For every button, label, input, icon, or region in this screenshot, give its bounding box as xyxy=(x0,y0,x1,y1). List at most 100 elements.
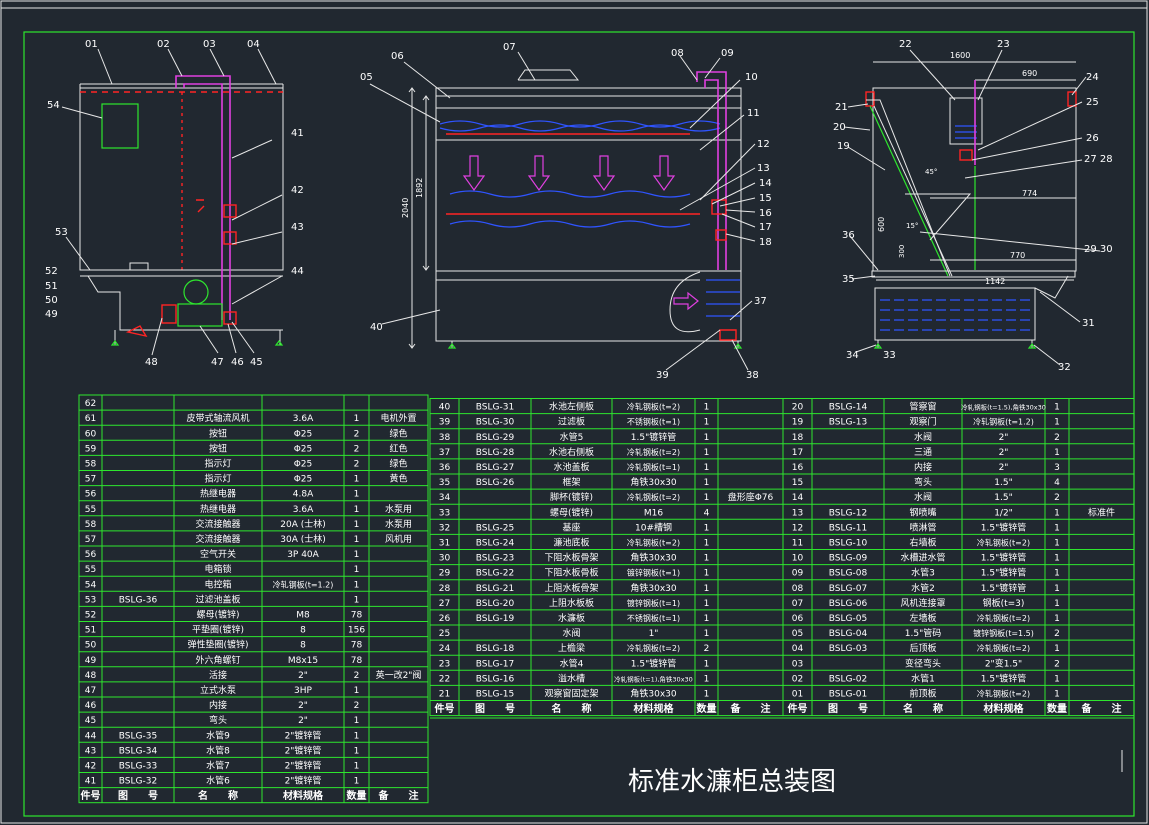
callout-22: 22 xyxy=(899,39,912,50)
bom-item-name: 后顶板 xyxy=(909,642,936,654)
angle-15: 15° xyxy=(906,222,918,230)
bom-item-name: 水濂板 xyxy=(558,612,585,624)
bom-item-number: 21 xyxy=(439,689,450,699)
bom-item-number: 01 xyxy=(792,689,803,699)
bom-cell: Φ25 xyxy=(294,475,313,485)
bom-cell: 2"镀锌管 xyxy=(285,729,322,741)
bom-item-name: 水阀 xyxy=(914,491,932,503)
bom-cell: 1 xyxy=(354,475,360,485)
bom-cell: 1.5"镀锌管 xyxy=(981,672,1026,684)
bom-cell: 2 xyxy=(354,429,360,439)
bom-item-number: 58 xyxy=(85,459,97,469)
bom-item-number: 10 xyxy=(792,554,804,564)
bom-cell: 1 xyxy=(354,414,360,424)
callout-labels: 01 02 03 04 54 41 42 43 44 53 52 51 50 4… xyxy=(45,39,1113,381)
bom-cell: 1.5" xyxy=(994,493,1012,503)
bom-cell: 1 xyxy=(1054,448,1060,458)
angle-45: 45° xyxy=(925,168,937,176)
bom-header-cell: 材料规格 xyxy=(984,702,1025,715)
leader-lines xyxy=(61,48,1101,371)
bom-item-name: 内接 xyxy=(914,461,932,473)
bom-item-number: 31 xyxy=(439,538,450,548)
dim-770: 770 xyxy=(1010,251,1025,260)
bom-cell: 绿色 xyxy=(389,427,407,439)
bom-cell: 冷轧钢板(t=2) xyxy=(627,402,680,412)
bom-cell: 标准件 xyxy=(1088,506,1115,518)
bom-cell: 冷轧钢板(t=1.2) xyxy=(973,417,1034,427)
bom-cell: Φ25 xyxy=(294,444,313,454)
bom-cell: 冷轧钢板(t=2) xyxy=(627,492,680,502)
bom-cell: BSLG-01 xyxy=(829,689,867,699)
bom-cell: BSLG-22 xyxy=(476,569,514,579)
bom-cell: BSLG-28 xyxy=(476,448,515,458)
bom-item-number: 07 xyxy=(792,599,803,609)
callout-51: 51 xyxy=(45,281,58,292)
bom-item-name: 水池左侧板 xyxy=(549,401,594,413)
bom-cell: 1 xyxy=(704,599,710,609)
dim-774: 774 xyxy=(1022,189,1037,198)
bom-item-name: 左墙板 xyxy=(909,612,936,624)
bom-cell: 盘形座Φ76 xyxy=(728,491,774,503)
callout-11: 11 xyxy=(747,108,760,119)
callout-41: 41 xyxy=(291,128,304,139)
bom-cell: 不锈钢板(t=1) xyxy=(627,417,680,427)
bom-item-name: 1.5"管码 xyxy=(905,627,941,639)
bom-item-number: 03 xyxy=(792,659,803,669)
dim-600: 600 xyxy=(877,217,886,232)
bom-item-name: 变径弯头 xyxy=(905,657,941,669)
bom-item-name: 活接 xyxy=(209,669,227,681)
bom-item-name: 管察窗 xyxy=(909,401,936,413)
bom-item-number: 20 xyxy=(792,403,804,413)
bom-item-number: 54 xyxy=(85,580,97,590)
callout-33: 33 xyxy=(883,350,896,361)
bom-header-cell: 件号 xyxy=(81,789,101,802)
bom-item-number: 33 xyxy=(439,508,450,518)
callout-44: 44 xyxy=(291,266,304,277)
bom-cell: 1 xyxy=(704,659,710,669)
drawing-title: 标准水濂柜总装图 xyxy=(628,767,836,797)
bom-cell: BSLG-20 xyxy=(476,599,515,609)
bom-item-number: 26 xyxy=(439,614,451,624)
callout-54: 54 xyxy=(47,100,60,111)
bom-header-cell: 名 称 xyxy=(552,702,592,715)
bom-header-cell: 名 称 xyxy=(198,789,238,802)
bom-item-name: 水阀 xyxy=(914,431,932,443)
bom-header-cell: 图 号 xyxy=(828,703,868,715)
callout-45: 45 xyxy=(250,357,263,368)
bom-item-name: 濂池底板 xyxy=(553,536,589,548)
bom-cell: 2" xyxy=(298,701,308,711)
bom-cell: 2" xyxy=(999,448,1009,458)
bom-item-name: 皮带式轴流风机 xyxy=(186,412,249,424)
bom-cell: 角铁30x30 xyxy=(630,476,677,488)
callout-39: 39 xyxy=(656,370,669,381)
bom-item-name: 水管6 xyxy=(206,775,230,787)
callout-16: 16 xyxy=(759,208,772,219)
callout-06: 06 xyxy=(391,51,404,62)
bom-cell: 1 xyxy=(354,686,360,696)
bom-item-name: 水阀 xyxy=(562,627,580,639)
bom-cell: BSLG-06 xyxy=(829,599,868,609)
callout-43: 43 xyxy=(291,222,304,233)
callout-03: 03 xyxy=(203,39,216,50)
bom-header-cell: 件号 xyxy=(788,702,808,715)
callout-13: 13 xyxy=(757,163,770,174)
bom-cell: 1 xyxy=(1054,689,1060,699)
bom-item-name: 脚杯(镀锌) xyxy=(550,491,593,503)
bom-cell: 1 xyxy=(704,554,710,564)
bom-cell: 1 xyxy=(354,595,360,605)
bom-header-cell: 备 注 xyxy=(730,702,771,715)
bom-cell: BSLG-09 xyxy=(829,554,868,564)
bom-cell: BSLG-07 xyxy=(829,584,867,594)
bom-item-name: 水管2 xyxy=(911,582,935,594)
bom-item-name: 过滤板 xyxy=(558,416,585,428)
bom-cell: 78 xyxy=(351,641,363,651)
bom-item-number: 08 xyxy=(792,584,804,594)
dim-690: 690 xyxy=(1022,69,1037,78)
bom-header-cell: 备 注 xyxy=(378,789,419,802)
callout-48: 48 xyxy=(145,357,158,368)
bom-cell: 1 xyxy=(704,433,710,443)
bom-cell: 1/2" xyxy=(994,508,1013,518)
bom-item-name: 电箱锁 xyxy=(204,563,231,575)
